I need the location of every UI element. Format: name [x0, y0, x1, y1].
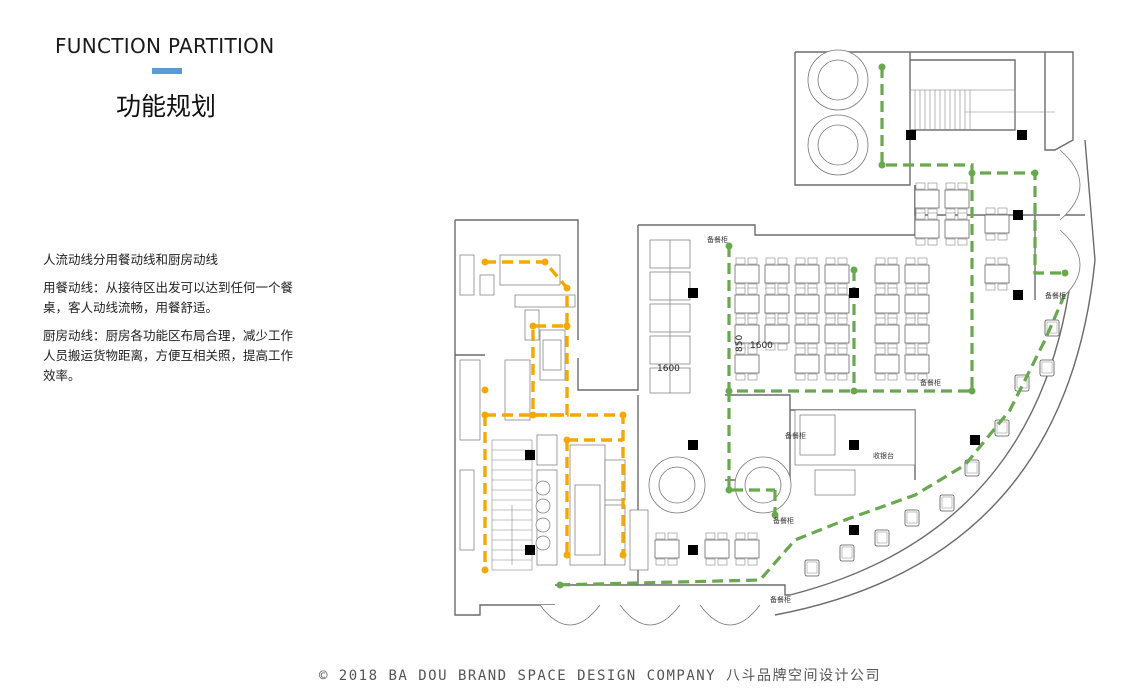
- dining-route-nodes: [556, 63, 1069, 589]
- floor-plan: 备餐柜 备餐柜 备餐柜 备餐柜 备餐柜 备餐柜 收银台 1600 1600 85…: [454, 49, 1096, 626]
- description-kitchen-route: 厨房动线：厨房各功能区布局合理，减少工作人员搬运货物距离，方便互相关照，提高工作…: [43, 328, 294, 383]
- dimension-850: 850: [735, 335, 745, 352]
- label-prep-1: 备餐柜: [707, 235, 728, 244]
- dimension-1600-a: 1600: [750, 341, 773, 351]
- structural-columns: [525, 130, 1027, 555]
- footer-copyright: © 2018 BA DOU BRAND SPACE DESIGN COMPANY…: [318, 668, 882, 684]
- description-dining-route: 用餐动线：从接待区出发可以达到任何一个餐桌，客人动线流畅，用餐舒适。: [43, 280, 294, 315]
- description-intro: 人流动线分用餐动线和厨房动线: [43, 252, 219, 267]
- label-prep-3: 备餐柜: [785, 431, 806, 440]
- dimension-1600-b: 1600: [657, 364, 680, 374]
- description-block: 人流动线分用餐动线和厨房动线 用餐动线：从接待区出发可以达到任何一个餐桌，客人动…: [43, 250, 295, 394]
- label-prep-4: 备餐柜: [773, 516, 794, 525]
- north-stair: [909, 89, 1055, 131]
- title-accent-bar: [152, 68, 182, 74]
- label-prep-5: 备餐柜: [770, 595, 791, 604]
- kitchen-route-nodes: [481, 258, 627, 574]
- round-booths: [539, 49, 1081, 626]
- label-prep-2: 备餐柜: [920, 378, 941, 387]
- cashier-counter: [794, 409, 916, 496]
- title-english: FUNCTION PARTITION: [55, 34, 275, 58]
- kitchen-equipment: [459, 254, 649, 571]
- booth-seating: [649, 239, 691, 394]
- title-chinese: 功能规划: [116, 92, 217, 121]
- label-prep-6: 备餐柜: [1045, 291, 1066, 300]
- label-cashier: 收银台: [873, 451, 894, 460]
